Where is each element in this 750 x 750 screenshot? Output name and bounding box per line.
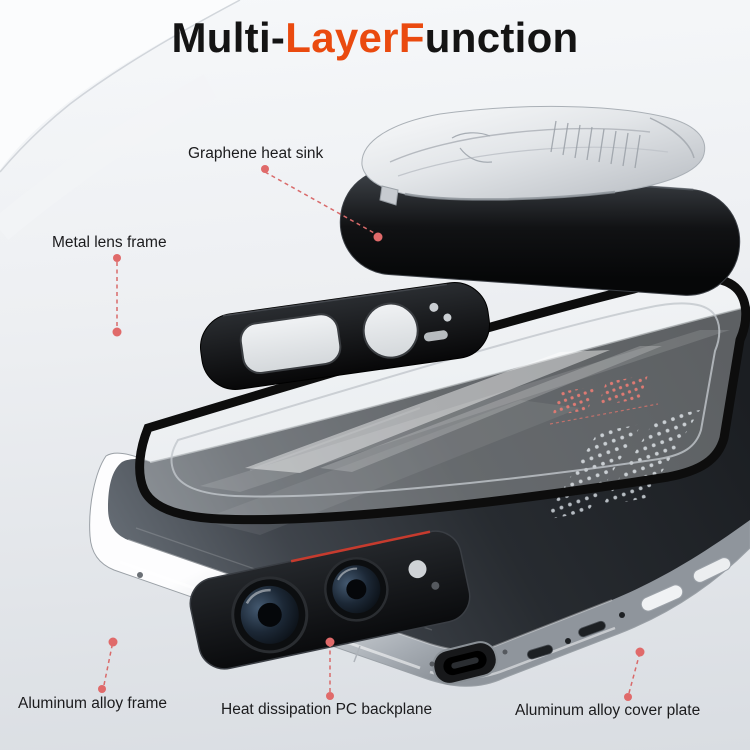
- callout-dots: [98, 165, 645, 701]
- flash-led: [408, 560, 427, 579]
- side-buttons: [640, 557, 732, 612]
- usb-port: [432, 641, 498, 685]
- red-logo-marks: [549, 375, 659, 425]
- label-aluminum-alloy-frame: Aluminum alloy frame: [18, 695, 168, 712]
- camera-lens-2: [324, 557, 389, 622]
- title-part-accent: Layer: [285, 14, 399, 61]
- lens-cutout-circle: [362, 302, 419, 359]
- inner-case-outline: [170, 302, 721, 498]
- lens-cutout-rect: [239, 313, 342, 375]
- red-accent-line: [290, 530, 431, 563]
- label-heat-dissipation-pc-backplane: Heat dissipation PC backplane: [221, 701, 433, 718]
- title-part-accent-2: F: [398, 14, 425, 61]
- lens-frame-layer: [200, 282, 490, 390]
- camera-lens-1: [231, 576, 309, 654]
- glass-plate: [135, 273, 750, 525]
- camera-module: [189, 530, 471, 670]
- heat-sink-layer: [361, 105, 706, 206]
- glass-layer: [135, 273, 750, 525]
- label-graphene-heat-sink: Graphene heat sink: [188, 145, 324, 162]
- title-part-dark: Multi-: [171, 14, 286, 61]
- callout-lines: [103, 171, 640, 694]
- phone: [89, 304, 750, 687]
- page-title: Multi-LayerFunction: [0, 14, 750, 62]
- label-aluminum-alloy-cover-plate: Aluminum alloy cover plate: [515, 702, 701, 719]
- background-swoosh: [0, 0, 241, 240]
- heat-sink-hatching: [550, 120, 641, 169]
- speaker-slots: [526, 612, 625, 660]
- label-metal-lens-frame: Metal lens frame: [52, 234, 167, 251]
- title-part-dark-2: unction: [424, 14, 579, 61]
